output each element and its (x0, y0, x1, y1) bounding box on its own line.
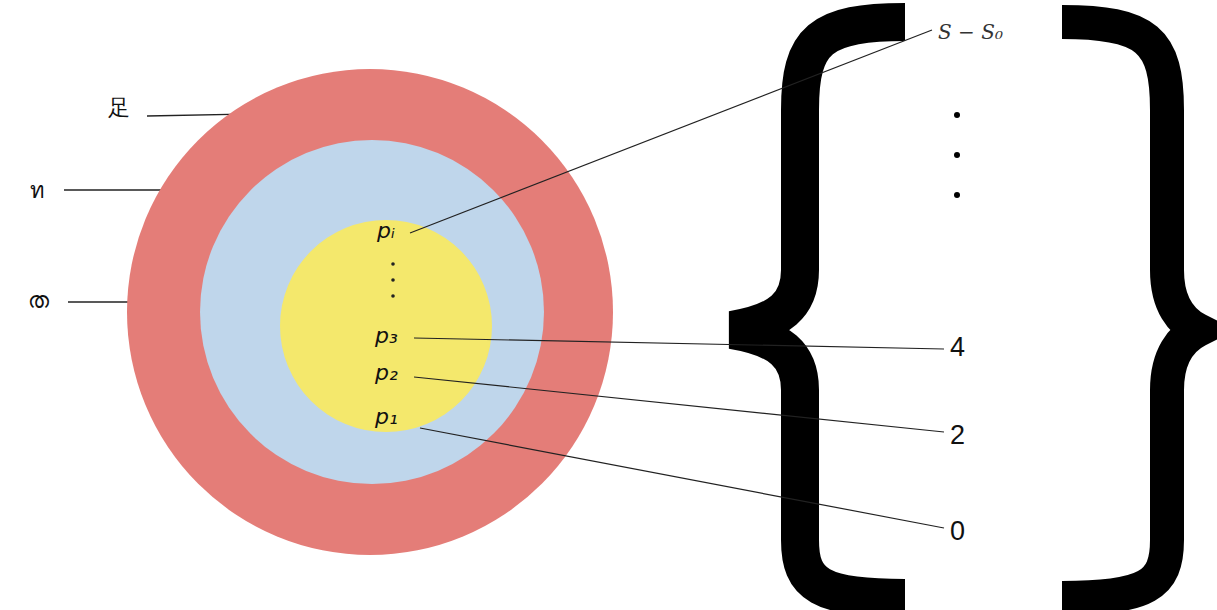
set-brace (732, 22, 905, 598)
outer-ring: 足ทത (127, 69, 613, 555)
ellipsis-dot (954, 152, 960, 158)
ellipsis-dot (954, 112, 960, 118)
point-label: p₂ (375, 362, 398, 384)
region-label: ത (28, 290, 49, 312)
set-element: 0 (950, 518, 965, 545)
middle-ring: ทത (200, 140, 544, 484)
point-label: p₁ (375, 406, 398, 428)
set-element: 2 (950, 422, 965, 449)
point-label: pᵢ (377, 220, 395, 242)
set-brace (1062, 22, 1198, 598)
set-element: S − S₀ (938, 22, 1003, 42)
region-label: 足 (108, 97, 130, 119)
region-label: ท (30, 180, 45, 202)
point-label: p₃ (375, 325, 398, 347)
ellipsis-dot (954, 192, 960, 198)
set-element: 4 (950, 334, 965, 361)
